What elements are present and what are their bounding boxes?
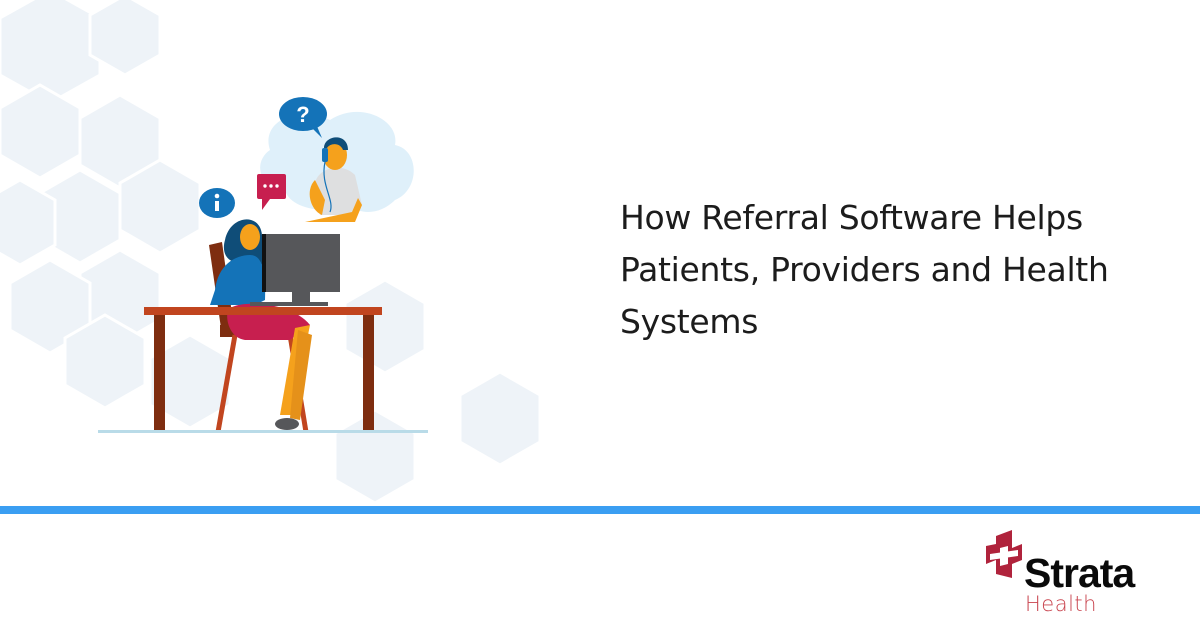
svg-text:?: ? [296,102,309,127]
desk [144,307,382,432]
logo-sub-text: Health [1025,592,1097,616]
computer-monitor [250,234,340,306]
question-bubble-icon: ? [279,97,327,138]
chat-bubble-icon [257,174,286,210]
info-bubble-icon [199,188,235,218]
strata-health-logo: Strata Health [978,528,1168,618]
page-title: How Referral Software Helps Patients, Pr… [620,198,1109,341]
accent-bar [0,506,1200,514]
medical-cross-logo-icon [986,530,1022,578]
man-on-phone [305,137,362,222]
logo-brand-text: Strata [1024,550,1135,596]
floor-line [98,430,428,433]
hexagon-background [0,0,542,505]
